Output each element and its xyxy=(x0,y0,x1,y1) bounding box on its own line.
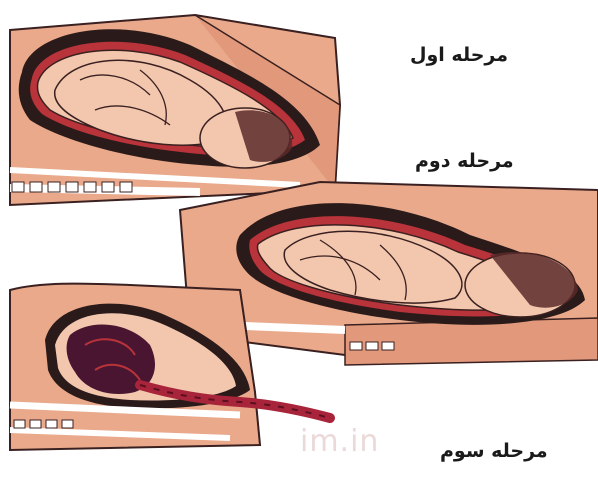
stage-1-label: مرحله اول xyxy=(410,44,508,66)
watermark-text: im.in xyxy=(300,424,379,459)
panel-stage-1 xyxy=(10,15,340,205)
stage-3-label: مرحله سوم xyxy=(440,440,548,462)
stage-2-label: مرحله دوم xyxy=(415,150,514,172)
